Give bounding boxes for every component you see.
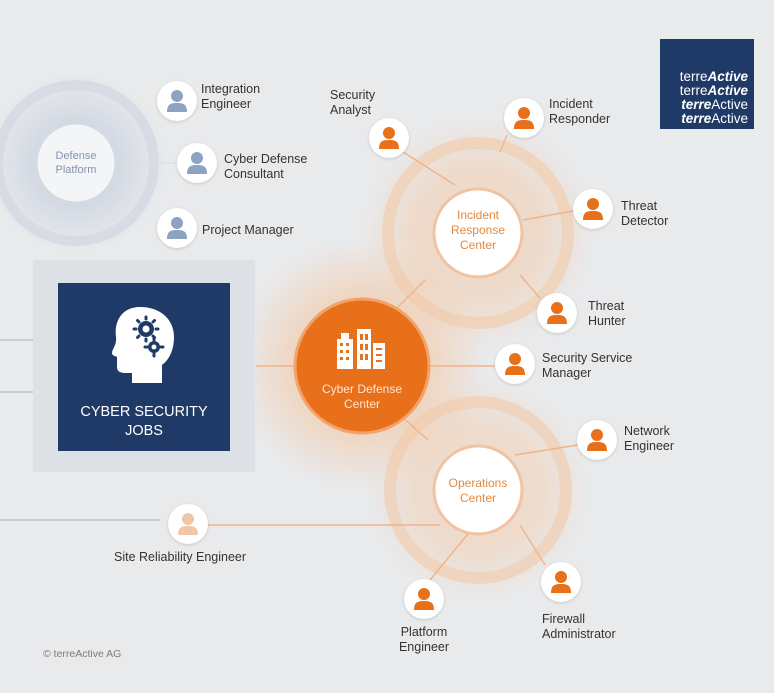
security-service-manager-node — [495, 344, 535, 384]
security-analyst-line1: Security — [330, 88, 376, 102]
building-icon — [337, 329, 385, 369]
firewall-administrator-line1: Firewall — [542, 612, 586, 626]
ops-label: Operations Center — [438, 476, 518, 506]
security-service-manager-line1: Security Service — [542, 351, 633, 365]
head-gears-icon — [112, 307, 174, 383]
firewall-administrator-line2: Administrator — [542, 627, 616, 641]
integration-engineer-node — [157, 81, 197, 121]
platform-engineer-line1: Platform — [400, 625, 448, 639]
network-engineer-line2: Engineer — [624, 439, 675, 453]
threat-hunter-line1: Threat — [588, 299, 625, 313]
person-icon — [178, 513, 198, 535]
incident-responder-node — [504, 98, 544, 138]
security-analyst-node — [369, 118, 409, 158]
incident-responder-line1: Incident — [549, 97, 593, 111]
security-analyst-line2: Analyst — [330, 103, 371, 117]
jobs-title-line1: CYBER SECURITY — [80, 404, 208, 420]
defense-platform-label: Defense Platform — [41, 149, 111, 177]
terreactive-logo: terreActive terreActive terreActive terr… — [660, 39, 754, 129]
cyber-defense-consultant-node — [177, 143, 217, 183]
integration-engineer-line1: Integration — [201, 82, 261, 96]
site-reliability-engineer-label: Site Reliability Engineer — [114, 550, 246, 565]
person-icon — [514, 107, 534, 129]
network-engineer-node — [577, 420, 617, 460]
defense-platform-circle — [34, 121, 118, 205]
cdc-line2: Center — [343, 397, 381, 411]
security-analyst-label: Security Analyst — [330, 88, 375, 118]
person-icon — [583, 198, 603, 220]
logo-line-2: terreActive — [679, 83, 748, 98]
logo-line-3: terreActive — [681, 97, 748, 112]
integration-engineer-label: Integration Engineer — [201, 82, 260, 112]
irc-line3: Center — [459, 238, 497, 252]
project-manager-line1: Project Manager — [202, 223, 294, 237]
person-icon — [505, 353, 525, 375]
platform-engineer-label: Platform Engineer — [393, 625, 455, 655]
cyber-security-jobs-box: CYBER SECURITY JOBS — [58, 283, 230, 451]
person-icon — [187, 152, 207, 174]
network-engineer-label: Network Engineer — [624, 424, 674, 454]
security-service-manager-line2: Manager — [542, 366, 592, 380]
person-icon — [551, 571, 571, 593]
person-icon — [587, 429, 607, 451]
threat-hunter-label: Threat Hunter — [588, 299, 626, 329]
irc-label: Incident Response Center — [438, 208, 518, 253]
cyber-defense-consultant-label: Cyber Defense Consultant — [224, 152, 307, 182]
integration-engineer-line2: Engineer — [201, 97, 252, 111]
cdc-line1: Cyber Defense — [321, 382, 403, 396]
person-icon — [547, 302, 567, 324]
network-engineer-line1: Network — [624, 424, 670, 438]
irc-line2: Response — [450, 223, 506, 237]
firewall-administrator-label: Firewall Administrator — [542, 612, 616, 642]
ops-circle — [432, 444, 524, 536]
site-reliability-engineer-node — [168, 504, 208, 544]
threat-detector-line2: Detector — [621, 214, 669, 228]
project-manager-node — [157, 208, 197, 248]
platform-engineer-line2: Engineer — [398, 640, 450, 654]
irc-line1: Incident — [456, 208, 500, 222]
jobs-title-line2: JOBS — [125, 423, 163, 439]
logo-line-4: terreActive — [681, 111, 748, 126]
security-service-manager-label: Security Service Manager — [542, 351, 632, 381]
defense-platform-line2: Platform — [55, 164, 97, 176]
incident-responder-line2: Responder — [549, 112, 611, 126]
person-icon — [414, 588, 434, 610]
person-icon — [167, 217, 187, 239]
irc-circle — [432, 187, 524, 279]
jobs-title: CYBER SECURITY JOBS — [58, 403, 230, 441]
threat-detector-label: Threat Detector — [621, 199, 668, 229]
threat-hunter-node — [537, 293, 577, 333]
logo-line-1: terreActive — [679, 69, 748, 84]
firewall-administrator-node — [541, 562, 581, 602]
ops-line1: Operations — [448, 476, 508, 490]
copyright-text: © terreActive AG — [43, 648, 122, 660]
cyber-defense-consultant-line2: Consultant — [224, 167, 284, 181]
project-manager-label: Project Manager — [202, 223, 294, 238]
platform-engineer-node — [404, 579, 444, 619]
threat-detector-line1: Threat — [621, 199, 658, 213]
threat-detector-node — [573, 189, 613, 229]
threat-hunter-line2: Hunter — [588, 314, 626, 328]
cyber-defense-consultant-line1: Cyber Defense — [224, 152, 308, 166]
incident-responder-label: Incident Responder — [549, 97, 610, 127]
ops-line2: Center — [459, 491, 497, 505]
site-reliability-engineer-line1: Site Reliability Engineer — [114, 550, 247, 564]
defense-platform-line1: Defense — [55, 150, 97, 162]
cdc-label: Cyber Defense Center — [312, 382, 412, 412]
person-icon — [379, 127, 399, 149]
person-icon — [167, 90, 187, 112]
